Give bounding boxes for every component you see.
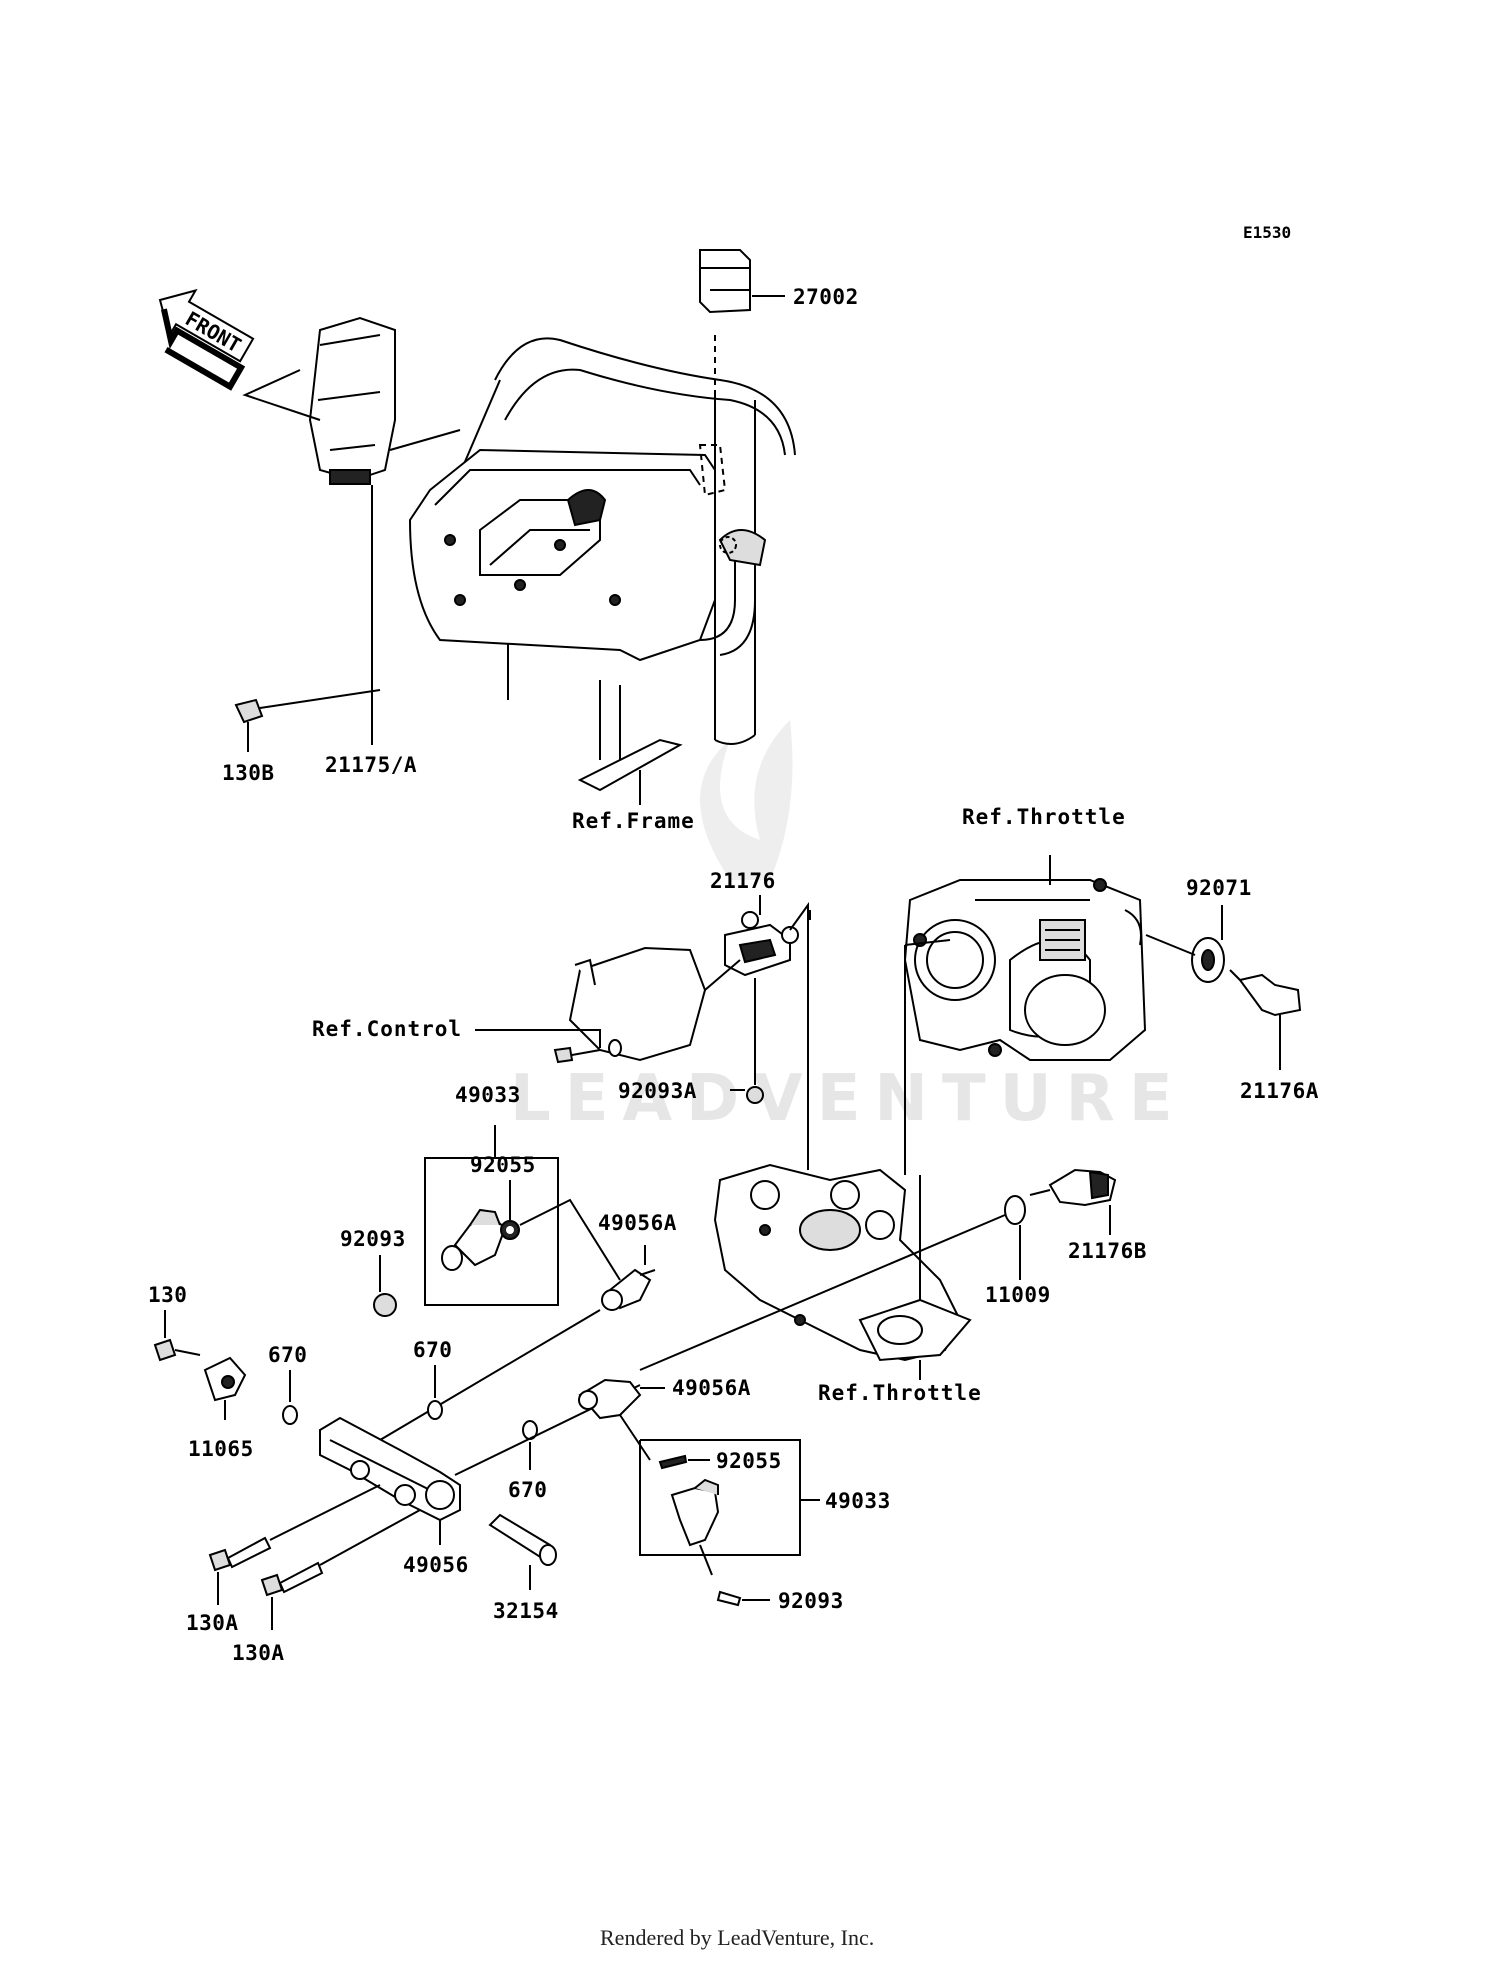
oring-670-left: 670 — [268, 1343, 307, 1425]
label-92071: 92071 — [1186, 876, 1252, 900]
label-49033-top: 49033 — [455, 1083, 521, 1107]
label-92093-bot: 92093 — [778, 1589, 844, 1613]
ecu-21175A: 21175/A — [242, 316, 461, 777]
label-11009: 11009 — [985, 1283, 1051, 1307]
label-92055-top: 92055 — [470, 1153, 536, 1177]
front-arrow-icon: FRONT — [158, 288, 255, 391]
bolt-130: 130 — [148, 1283, 201, 1362]
label-130A-2: 130A — [232, 1641, 285, 1665]
fuel-rail-49056: 49056 — [269, 1384, 641, 1577]
label-130: 130 — [148, 1283, 187, 1307]
ref-throttle-bottom-label: Ref.Throttle — [818, 1381, 982, 1405]
ref-throttle-top-label: Ref.Throttle — [962, 805, 1126, 829]
label-21175A: 21175/A — [325, 753, 417, 777]
holder-49056A-top: 49056A — [379, 1211, 677, 1441]
sensor-21176: 21176 92093A Ref.Control — [312, 869, 811, 1170]
label-670-low: 670 — [508, 1478, 547, 1502]
grommet-92071: 92071 — [1145, 876, 1252, 983]
label-21176B: 21176B — [1068, 1239, 1147, 1263]
injector-group-lower: 49033 92055 92093 — [639, 1439, 891, 1613]
watermark: LEADVENTURE — [510, 720, 1187, 1136]
label-130A-1: 130A — [186, 1611, 239, 1635]
label-670-left: 670 — [268, 1343, 307, 1367]
label-11065: 11065 — [188, 1437, 254, 1461]
label-92093A: 92093A — [618, 1079, 697, 1103]
label-92055-bot: 92055 — [716, 1449, 782, 1473]
diagram-code: E1530 — [1243, 223, 1291, 242]
pipe-32154: 32154 — [488, 1513, 559, 1623]
sensor-21176B: 21176B — [1029, 1168, 1147, 1263]
ref-frame-label: Ref.Frame — [572, 809, 695, 833]
footer-credit: Rendered by LeadVenture, Inc. — [600, 1925, 874, 1950]
bolt-130B: 130B — [222, 689, 381, 785]
ref-control-label: Ref.Control — [312, 1017, 462, 1041]
label-49056: 49056 — [403, 1553, 469, 1577]
sensor-21176A: 21176A — [1229, 969, 1319, 1103]
clip-11065: 11065 — [188, 1356, 254, 1461]
bolt-130A-1: 130A — [186, 1536, 272, 1635]
bolt-130A-2: 130A — [232, 1561, 324, 1665]
label-92093-top: 92093 — [340, 1227, 406, 1251]
injector-group-upper: 49033 92055 92093 — [340, 1083, 621, 1317]
label-49056A-mid: 49056A — [672, 1376, 751, 1400]
relay-27002: 27002 — [699, 249, 859, 314]
holder-49056A-mid: 49056A — [578, 1376, 751, 1461]
oring-670-mid: 670 — [413, 1338, 452, 1420]
watermark-text: LEADVENTURE — [510, 1062, 1187, 1136]
label-670-mid: 670 — [413, 1338, 452, 1362]
label-130B: 130B — [222, 761, 275, 785]
label-21176A: 21176A — [1240, 1079, 1319, 1103]
label-49033-bot: 49033 — [825, 1489, 891, 1513]
intake-body: Ref.Throttle — [713, 939, 982, 1405]
throttle-body: Ref.Throttle — [903, 805, 1147, 1061]
oring-670-low: 670 — [508, 1420, 547, 1502]
label-21176: 21176 — [710, 869, 776, 893]
label-32154: 32154 — [493, 1599, 559, 1623]
label-27002: 27002 — [793, 285, 859, 309]
washer-11009: 11009 — [639, 1195, 1051, 1371]
label-49056A-top: 49056A — [598, 1211, 677, 1235]
frame-assembly — [408, 335, 796, 792]
